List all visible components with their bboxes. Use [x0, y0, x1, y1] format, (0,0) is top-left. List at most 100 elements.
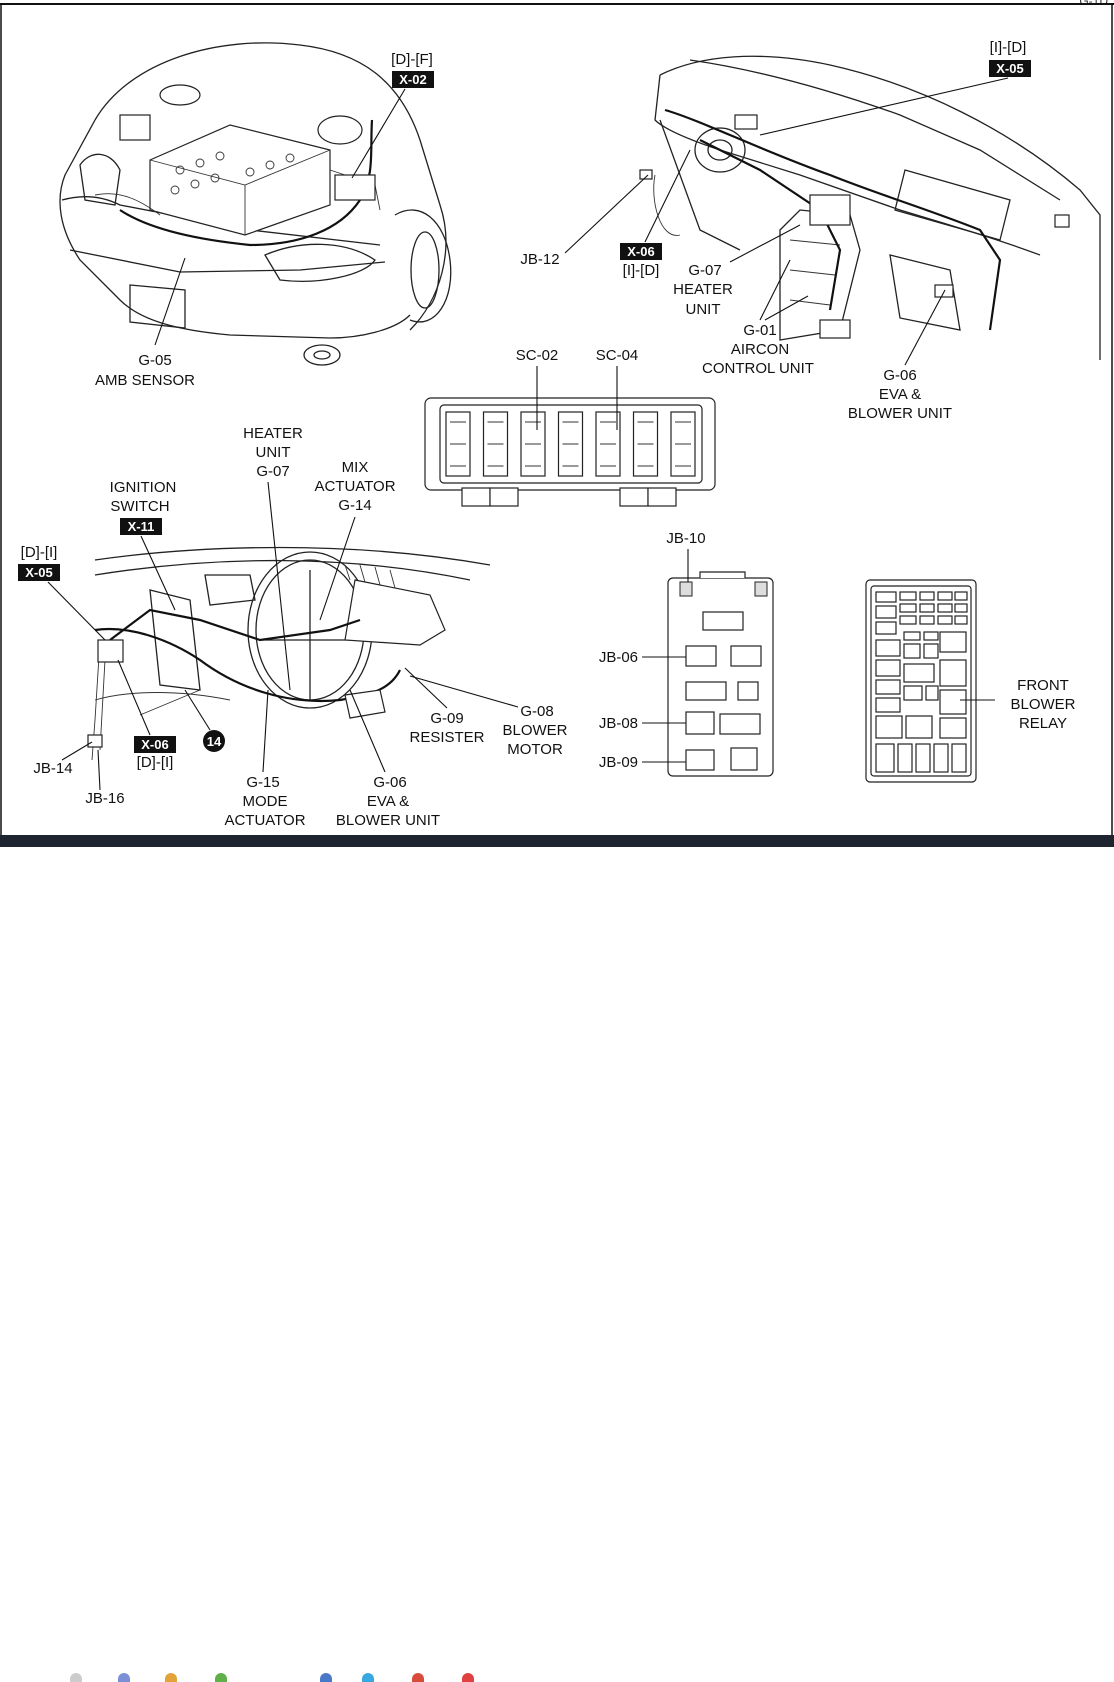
taskbar-app-icon[interactable]: [70, 1673, 82, 1682]
relay-cell: [933, 743, 949, 773]
relay-cell: [919, 591, 935, 601]
taskbar-app-icon[interactable]: [215, 1673, 227, 1682]
g06-l2: BLOWER UNIT: [848, 405, 952, 422]
jb08-label: JB-08: [599, 715, 638, 732]
di-left-label: [D]-[I]: [21, 544, 58, 561]
relay-block: [865, 579, 977, 783]
relay-cell: [899, 591, 917, 601]
g01-l1: AIRCON: [731, 341, 789, 358]
relay-cell: [919, 615, 935, 625]
g07-l2: UNIT: [686, 301, 721, 318]
heater-l1: HEATER: [243, 425, 303, 442]
relay-cell: [899, 603, 917, 613]
g08-code: G-08: [520, 703, 553, 720]
id-top-label: [I]-[D]: [990, 39, 1027, 56]
jb10-label: JB-10: [666, 530, 705, 547]
g09-l1: RESISTER: [409, 729, 484, 746]
x05-left-tag: X-05: [25, 565, 52, 580]
heater-l2: UNIT: [256, 444, 291, 461]
relay-cell: [875, 639, 901, 657]
taskbar-app-icon[interactable]: [462, 1673, 474, 1682]
g01-l2: CONTROL UNIT: [702, 360, 814, 377]
x05-top-tag: X-05: [996, 61, 1023, 76]
ign-l1: IGNITION: [110, 479, 177, 496]
jb09-label: JB-09: [599, 754, 638, 771]
relay-cell: [919, 603, 935, 613]
junction-block: [667, 571, 774, 777]
relay-cell: [875, 697, 901, 713]
g01-code: G-01: [743, 322, 776, 339]
mix-l2: ACTUATOR: [314, 478, 395, 495]
jb14-label: JB-14: [33, 760, 72, 777]
relay-l2: BLOWER: [1010, 696, 1075, 713]
relay-cell: [903, 685, 923, 701]
g06b-code: G-06: [373, 774, 406, 791]
sc02-label: SC-02: [516, 347, 559, 364]
connector-slot-ribs: [450, 421, 466, 467]
x02-tag: X-02: [399, 72, 426, 87]
relay-cell: [875, 715, 903, 739]
connector-slot-ribs: [637, 421, 654, 467]
relay-cell: [905, 715, 933, 739]
heater-code: G-07: [256, 463, 289, 480]
ign-l2: SWITCH: [110, 498, 169, 515]
engine-bay-drawing: [59, 42, 452, 366]
taskbar: [0, 835, 1114, 1682]
component-location-diagram: [D]-[F] X-02 G-05 AMB SENSOR: [0, 3, 1114, 835]
relay-cell: [954, 603, 968, 613]
id-x06-label: [I]-[D]: [623, 262, 660, 279]
relay-cell: [923, 643, 939, 659]
relay-cell: [899, 615, 917, 625]
relay-cell: [923, 631, 939, 641]
relay-l3: RELAY: [1019, 715, 1067, 732]
relay-cell: [875, 605, 897, 619]
df-label: [D]-[F]: [391, 51, 433, 68]
relay-cell: [937, 591, 953, 601]
g15-l2: ACTUATOR: [224, 812, 305, 829]
connector-slot-ribs: [600, 421, 616, 467]
g05-name: AMB SENSOR: [95, 372, 195, 389]
jb12-label: JB-12: [520, 251, 559, 268]
g06-code: G-06: [883, 367, 916, 384]
dashboard-drawing: [639, 55, 1101, 360]
di-bottom-label: [D]-[I]: [137, 754, 174, 771]
connector-slot-ribs: [562, 421, 579, 467]
relay-l1: FRONT: [1017, 677, 1069, 694]
g08-l1: BLOWER: [502, 722, 567, 739]
taskbar-app-icon[interactable]: [412, 1673, 424, 1682]
g05-code: G-05: [138, 352, 171, 369]
connector-slot-ribs: [525, 421, 541, 467]
relay-cell: [939, 659, 967, 687]
jb06-label: JB-06: [599, 649, 638, 666]
g15-l1: MODE: [243, 793, 288, 810]
g07-code: G-07: [688, 262, 721, 279]
connector-slot-ribs: [487, 421, 504, 467]
jb16-label: JB-16: [85, 790, 124, 807]
x11-tag: X-11: [128, 519, 155, 534]
relay-cell: [875, 679, 901, 695]
relay-cell: [954, 615, 968, 625]
relay-cell: [925, 685, 939, 701]
taskbar-app-icon[interactable]: [118, 1673, 130, 1682]
ref-circle-14: 14: [207, 734, 222, 749]
g06-l1: EVA &: [879, 386, 921, 403]
relay-cell: [875, 591, 897, 603]
g08-l2: MOTOR: [507, 741, 563, 758]
steering-dash-drawing: [87, 546, 491, 761]
relay-cell: [897, 743, 913, 773]
mix-l1: MIX: [342, 459, 369, 476]
relay-cell: [937, 603, 953, 613]
sc04-label: SC-04: [596, 347, 639, 364]
relay-cell: [939, 689, 967, 715]
relay-cell: [875, 621, 897, 635]
taskbar-app-icon[interactable]: [362, 1673, 374, 1682]
sc-connector-block: [424, 397, 716, 507]
relay-cell: [954, 591, 968, 601]
relay-cell: [951, 743, 967, 773]
g06b-l1: EVA &: [367, 793, 409, 810]
taskbar-app-icon[interactable]: [165, 1673, 177, 1682]
g06b-l2: BLOWER UNIT: [336, 812, 440, 829]
taskbar-app-icon[interactable]: [320, 1673, 332, 1682]
relay-cell: [915, 743, 931, 773]
